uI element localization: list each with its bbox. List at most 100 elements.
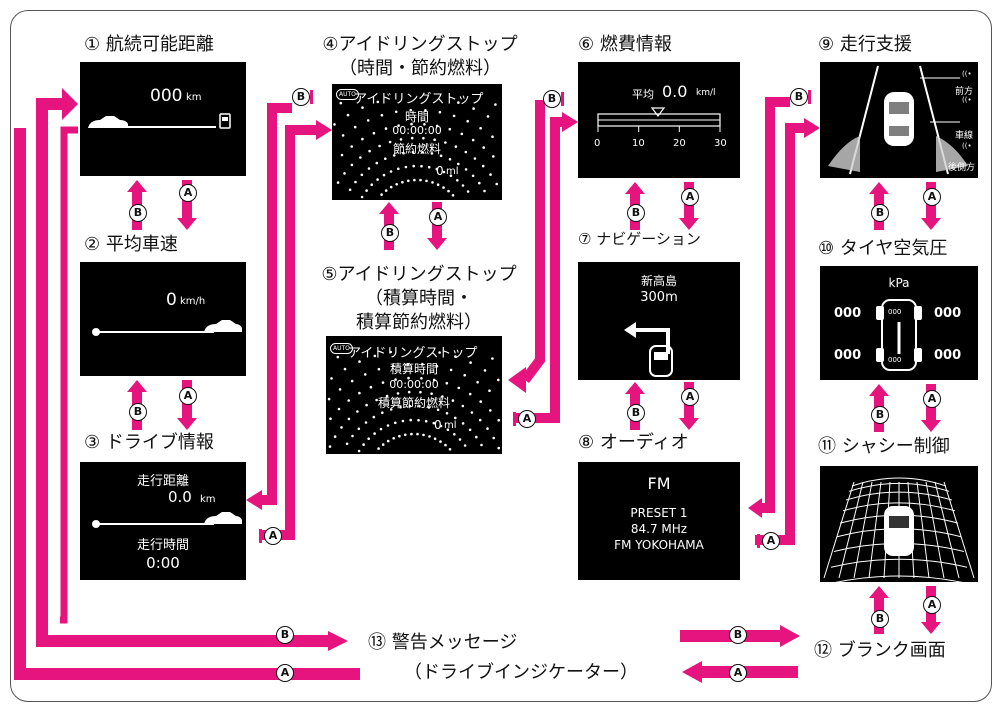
dot	[435, 364, 439, 368]
radar-left	[828, 136, 860, 172]
dot	[417, 418, 420, 422]
dot	[394, 421, 397, 425]
car-window	[889, 516, 909, 528]
dot	[372, 415, 376, 419]
support-graphic: ((• ((• ((•	[828, 65, 972, 175]
dot	[375, 161, 379, 165]
drive-graphic	[92, 512, 242, 528]
title-chassis: ⑪ シャシー制御	[818, 436, 950, 457]
dot	[377, 367, 381, 371]
dot	[398, 434, 401, 438]
dot	[431, 181, 434, 184]
fuel-pump-icon	[219, 113, 231, 129]
dot	[479, 400, 482, 403]
dot	[482, 146, 485, 149]
sensor-icon: ((•	[962, 142, 972, 150]
dot	[410, 432, 413, 436]
dot	[372, 131, 376, 135]
car-icon	[884, 506, 914, 556]
loop-b-arrow	[48, 88, 78, 120]
dot	[481, 164, 485, 168]
tire-car-fl: 000	[888, 308, 902, 316]
dot	[442, 170, 446, 174]
grid-line	[851, 477, 947, 487]
dot	[330, 377, 333, 380]
s5-s6-head-right	[562, 112, 578, 132]
screen-tire-pressure: kPa 000 000 000 000 000 000	[820, 266, 978, 380]
dot	[439, 440, 442, 443]
screen-idle-stop: AUTO アイドリングストップ 時間 00:00:00 節約燃料 0 ml	[332, 84, 502, 200]
dot	[446, 428, 450, 431]
screen-audio: FM PRESET 1 84.7 MHz FM YOKOHAMA	[578, 462, 740, 580]
screen-avg-speed: 0 km/h	[80, 262, 246, 376]
dot	[452, 114, 456, 118]
grid-line	[823, 481, 855, 579]
tire-fl: 000	[834, 306, 862, 321]
screen-chassis	[820, 466, 978, 582]
support-rear-label: 後側方	[948, 163, 976, 173]
sensor-icon: ((•	[962, 70, 972, 78]
dot	[358, 391, 361, 395]
title-blank: ⑫ ブランク画面	[814, 640, 946, 661]
grid-line	[916, 481, 930, 579]
dot	[479, 126, 482, 130]
dot	[395, 183, 398, 186]
dot	[457, 162, 460, 166]
dot	[410, 136, 414, 140]
dot	[442, 186, 445, 189]
fuel-avg-unit: km/l	[696, 88, 716, 98]
fuel-gauge-pointer	[650, 107, 666, 117]
dot	[388, 140, 392, 144]
s5-s6-head-left	[508, 367, 526, 393]
avg-speed-unit: km/h	[180, 296, 206, 307]
badge-a: A	[923, 188, 941, 206]
s8-s9-head-left	[748, 498, 762, 518]
s3-s4-line-b	[260, 103, 292, 505]
badge-a-s8-s9: A	[762, 532, 780, 550]
dot	[430, 152, 434, 155]
badge-b-loop: B	[276, 626, 294, 644]
car-icon	[649, 345, 673, 377]
dot	[339, 101, 343, 105]
screen-navigation: 新高島 300m	[578, 262, 740, 380]
dot	[367, 167, 371, 170]
range-unit: km	[186, 92, 202, 103]
idle-banner: アイドリングストップ	[354, 92, 484, 107]
dot	[336, 181, 340, 184]
dot	[379, 427, 383, 431]
dot	[469, 361, 472, 364]
dot	[408, 404, 412, 408]
chassis-grid	[823, 477, 975, 582]
badge-b-s3-s4-bracket	[310, 90, 313, 104]
dot	[376, 100, 380, 104]
car-icon	[204, 512, 242, 524]
badge-b-s12: B	[729, 626, 747, 644]
dot	[420, 164, 423, 168]
screen-driving-support: ((• ((• ((• 前方 車線 後側方	[820, 62, 978, 178]
dot	[394, 378, 397, 381]
grid-line	[838, 481, 864, 579]
avg-speed-value: 0	[166, 290, 177, 310]
dot	[420, 377, 423, 380]
dot	[381, 443, 385, 446]
s8-s9-line-a	[755, 123, 806, 545]
dot	[406, 362, 409, 366]
idle-total-fuel-label: 積算節約燃料	[377, 396, 450, 410]
dot	[478, 181, 481, 185]
badge-b: B	[871, 204, 889, 222]
s5-s6-line-b	[521, 100, 545, 383]
dot	[350, 145, 353, 148]
dot	[345, 442, 349, 446]
tire-car-graphic	[876, 299, 922, 371]
dot	[486, 115, 490, 118]
badge-b: B	[381, 224, 399, 242]
dot	[470, 411, 474, 414]
dot	[384, 157, 387, 160]
badge-a-s8-s9-bracket	[757, 534, 760, 548]
dot	[461, 422, 465, 425]
dot	[418, 404, 421, 408]
s8-s9-line-b	[760, 97, 790, 513]
dot	[380, 193, 383, 196]
dot	[389, 185, 393, 189]
